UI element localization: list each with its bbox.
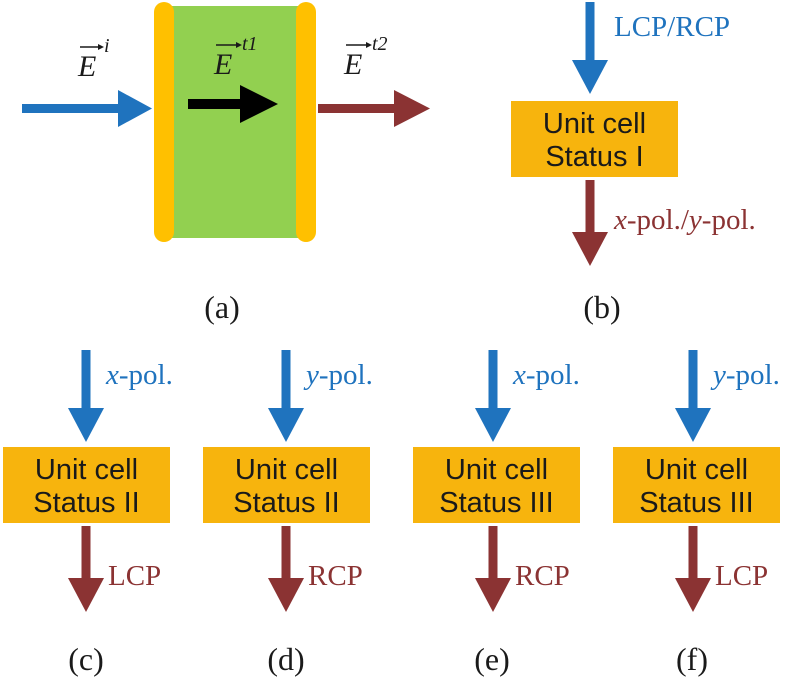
unit-cell-b [511,101,678,177]
cell-c-line1: Unit cell [35,454,138,486]
unit-cell-f [613,447,780,523]
caption-d: (d) [267,641,304,677]
label-e-t1: E t1 [213,33,258,81]
input-text-c: x-pol. [105,359,173,391]
panel-f: y-pol. Unit cell Status III LCP (f) [613,350,780,677]
right-plate [296,2,316,242]
cell-e-line2: Status III [439,487,553,519]
svg-text:t2: t2 [372,33,388,55]
cell-b-line2: Status I [545,141,643,173]
svg-text:E: E [343,48,362,81]
output-text-b: x-pol./y-pol. [613,204,756,236]
left-plate [154,2,174,242]
caption-f: (f) [676,641,708,677]
cell-b-line1: Unit cell [543,108,646,140]
output-text-c: LCP [108,560,161,592]
output-text-e: RCP [515,560,570,592]
panel-d: y-pol. Unit cell Status II RCP (d) [203,350,373,677]
cell-c-line2: Status II [33,487,139,519]
output-text-d: RCP [308,560,363,592]
input-text-e: x-pol. [512,359,580,391]
cell-d-line1: Unit cell [235,454,338,486]
caption-b: (b) [583,289,620,325]
cell-f-line1: Unit cell [645,454,748,486]
input-text-b: LCP/RCP [614,11,730,43]
output-text-f: LCP [715,560,768,592]
label-e-t2: E t2 [343,33,388,81]
svg-text:t1: t1 [242,33,258,55]
label-e-incident: E i [77,35,110,83]
unit-cell-d [203,447,370,523]
input-text-f: y-pol. [710,359,780,391]
input-arrow-b [572,2,608,94]
transmitted-arrow [318,90,430,127]
slab [170,6,308,238]
caption-c: (c) [68,641,104,677]
panel-c: x-pol. Unit cell Status II LCP (c) [3,350,173,677]
output-arrow-b [572,180,608,266]
incident-arrow [22,90,152,127]
panel-a: E i E t1 E t2 (a) [22,2,430,325]
svg-text:i: i [104,35,110,57]
input-text-d: y-pol. [303,359,373,391]
panel-e: x-pol. Unit cell Status III RCP (e) [413,350,580,677]
panel-b: LCP/RCP Unit cell Status I x-pol./y-pol.… [511,2,756,325]
svg-text:E: E [213,48,232,81]
caption-e: (e) [474,641,510,677]
caption-a: (a) [204,289,240,325]
svg-text:E: E [77,50,96,83]
cell-f-line2: Status III [639,487,753,519]
internal-arrow [188,85,278,123]
unit-cell-e [413,447,580,523]
unit-cell-c [3,447,170,523]
cell-e-line1: Unit cell [445,454,548,486]
cell-d-line2: Status II [233,487,339,519]
